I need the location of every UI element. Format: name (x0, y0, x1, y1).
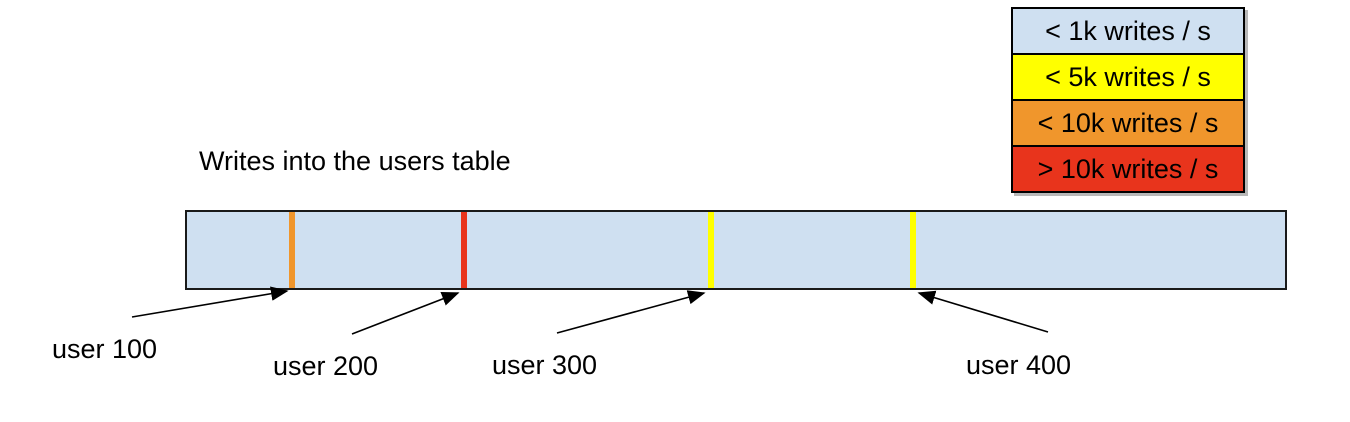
arrow-user-300 (556, 290, 706, 334)
arrow-user-100 (131, 286, 289, 318)
legend-item-lt-5k: < 5k writes / s (1011, 53, 1245, 101)
write-hotspot-user-400 (910, 212, 916, 288)
write-rate-legend: < 1k writes / s < 5k writes / s < 10k wr… (1011, 7, 1245, 193)
user-400-label: user 400 (966, 350, 1072, 380)
legend-item-lt-1k-label: < 1k writes / s (1045, 15, 1211, 46)
arrow-user-400 (917, 290, 1049, 333)
user-300-label: user 300 (492, 350, 598, 380)
legend-item-lt-10k-label: < 10k writes / s (1037, 107, 1219, 138)
write-hotspot-user-200 (461, 212, 467, 288)
user-200-label: user 200 (273, 351, 379, 381)
legend-item-lt-10k: < 10k writes / s (1011, 99, 1245, 147)
write-hotspot-user-300 (708, 212, 714, 288)
legend-item-gt-10k: > 10k writes / s (1011, 145, 1245, 193)
arrow-user-200 (351, 292, 460, 335)
user-100-label: user 100 (52, 334, 158, 364)
legend-item-lt-1k: < 1k writes / s (1011, 7, 1245, 55)
legend-item-gt-10k-label: > 10k writes / s (1037, 153, 1219, 184)
diagram-title: Writes into the users table (199, 146, 511, 176)
write-hotspot-user-100 (289, 212, 295, 288)
users-table-bar (185, 210, 1287, 290)
legend-item-lt-5k-label: < 5k writes / s (1045, 61, 1211, 92)
